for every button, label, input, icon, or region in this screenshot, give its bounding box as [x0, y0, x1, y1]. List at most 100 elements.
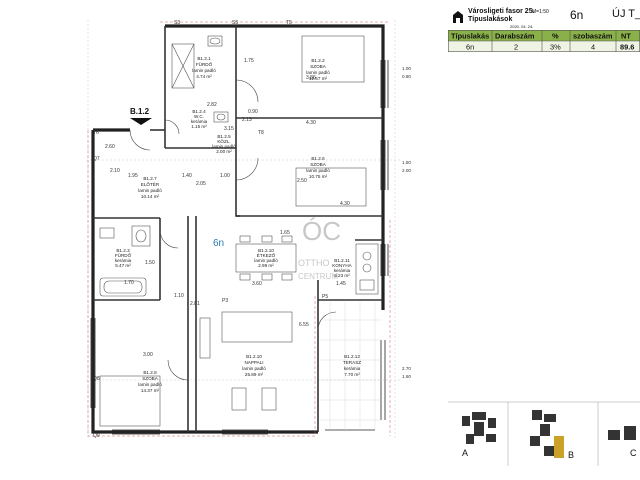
svg-text:SZOBA: SZOBA [310, 64, 327, 69]
svg-text:SZOBA: SZOBA [310, 162, 327, 167]
svg-text:SZOBA: SZOBA [142, 376, 159, 381]
dim-label: 4.30 [340, 201, 350, 207]
dim-label: 0.90 [248, 109, 258, 115]
room-label-etkezo: B1.2.10 ÉTKEZŐ lamin padló 2.99 m² [254, 248, 278, 268]
dim-label: 1.00 [220, 173, 230, 179]
building-block [466, 434, 474, 444]
watermark-top: ÓC [302, 216, 341, 246]
svg-text:B1.2.11: B1.2.11 [334, 258, 350, 263]
site-highlight [554, 436, 564, 458]
td-szobaszam: 4 [591, 43, 595, 52]
room-label-eloter: B1.2.7 ELŐTÉR lamin padló 10.14 m² [138, 176, 162, 199]
exterior-outline [87, 21, 391, 437]
dim-label: 2.81 [190, 301, 200, 307]
door-swings [129, 79, 337, 381]
site-label-b: B [568, 450, 574, 460]
th-percent: % [552, 32, 559, 41]
site-label-c: C [630, 448, 637, 458]
dim-label: 1.70 [124, 280, 134, 286]
dim-label: 6.55 [299, 322, 309, 328]
th-tipuslakas: Típuslakás [451, 32, 489, 41]
svg-text:lamin padló: lamin padló [242, 366, 266, 371]
axis-label: T5 [286, 20, 292, 26]
svg-text:lamin padló: lamin padló [306, 70, 330, 75]
axis-label: Q8 [93, 376, 100, 382]
building-block [474, 422, 484, 436]
svg-text:10.75 m²: 10.75 m² [309, 174, 328, 179]
dim-label: 3.86 [306, 75, 316, 81]
room-label-nappali: B1.2.10 NAPPALI lamin padló 25.89 m² [242, 354, 266, 377]
axis-label: P5 [322, 294, 328, 300]
building-block [530, 436, 540, 446]
kitchen-counter [355, 243, 379, 295]
th-nt: NT [621, 32, 631, 41]
bedroom-beds [99, 35, 367, 427]
window-marks: 1.00 0.80 1.50 2.00 2.70 1.60 [402, 66, 411, 379]
axis-label: Q9 [93, 433, 100, 439]
svg-text:25.89 m²: 25.89 m² [245, 372, 264, 377]
header-address: Városligeti fasor 25. [468, 8, 535, 15]
svg-text:B1.2.1: B1.2.1 [197, 56, 211, 61]
dim-label: 1.75 [244, 58, 254, 64]
dim-label: 4.30 [306, 120, 316, 126]
building-block [486, 434, 496, 442]
room-label-szoba-bottom: B1.2.8 SZOBA lamin padló 14.37 m² [138, 370, 162, 393]
axis-label: Q7 [93, 156, 100, 162]
svg-text:kerámia: kerámia [191, 119, 208, 124]
win-mark: 2.00 [402, 168, 411, 173]
partition-walls [93, 26, 383, 432]
watermark-bottom1: OTTHO [298, 258, 330, 268]
top-bathroom-fixtures [171, 35, 229, 123]
svg-text:NAPPALI: NAPPALI [244, 360, 263, 365]
dim-label: 2.60 [105, 144, 115, 150]
dining-table [235, 235, 297, 281]
svg-text:7.70 m²: 7.70 m² [344, 372, 360, 377]
svg-text:B1.2.8: B1.2.8 [143, 370, 157, 375]
site-label-a: A [462, 448, 468, 458]
building-block [544, 414, 556, 422]
svg-text:B1.2.12: B1.2.12 [344, 354, 360, 359]
svg-text:B1.2.2: B1.2.2 [311, 58, 325, 63]
dim-label: 3.60 [252, 281, 262, 287]
svg-text:lamin padló: lamin padló [254, 258, 278, 263]
building-block [472, 412, 486, 420]
dim-label: 2.10 [110, 168, 120, 174]
lower-bathroom-fixtures [99, 225, 151, 297]
building-block [624, 426, 636, 440]
svg-text:FÜRDŐ: FÜRDŐ [196, 61, 213, 67]
svg-text:6.23 m²: 6.23 m² [334, 273, 350, 278]
dim-label: 2.50 [297, 178, 307, 184]
svg-text:B1.2.4: B1.2.4 [192, 109, 206, 114]
dim-label: 1.10 [174, 293, 184, 299]
bottom-windows [112, 429, 375, 435]
svg-text:kerámia: kerámia [115, 258, 132, 263]
win-mark: 2.70 [402, 366, 411, 371]
svg-text:B1.2.3: B1.2.3 [116, 248, 130, 253]
svg-text:FÜRDŐ: FÜRDŐ [115, 252, 132, 258]
dim-label: 1.45 [336, 281, 346, 287]
unit-label: 6n [213, 238, 224, 249]
room-label-terasz: B1.2.12 TERASZ kerámia 7.70 m² [343, 354, 361, 377]
building-block [540, 424, 550, 436]
dim-label: 1.95 [128, 173, 138, 179]
dimension-labels: 3.86 4.30 2.50 2.82 1.95 1.40 1.00 3.60 … [105, 58, 350, 358]
watermark-logo: ÓC OTTHO CENTRUM [298, 216, 341, 281]
dim-label: 1.50 [145, 260, 155, 266]
header-project: ÚJ T_ [612, 8, 640, 20]
svg-text:ÉTKEZŐ: ÉTKEZŐ [257, 252, 276, 258]
entrance-marker: B.1.2 [130, 107, 152, 125]
svg-text:10.14 m²: 10.14 m² [141, 194, 160, 199]
svg-text:B1.2.5: B1.2.5 [217, 134, 231, 139]
stair-label: B.1.2 [130, 107, 150, 116]
svg-text:lamin padló: lamin padló [212, 144, 236, 149]
header-subtitle: Típuslakások [468, 16, 513, 23]
axis-grid [86, 20, 400, 440]
building-block [532, 410, 542, 420]
site-plan: A B C [448, 401, 640, 466]
svg-text:W.C.: W.C. [194, 114, 204, 119]
th-darabszam: Darabszám [495, 32, 535, 41]
room-labels: B1.2.1 FÜRDŐ lamin padló 4.74 m² B1.2.2 … [115, 56, 361, 393]
svg-text:kerámia: kerámia [344, 366, 361, 371]
td-nt: 89.6 [620, 43, 634, 52]
svg-text:TERASZ: TERASZ [343, 360, 361, 365]
